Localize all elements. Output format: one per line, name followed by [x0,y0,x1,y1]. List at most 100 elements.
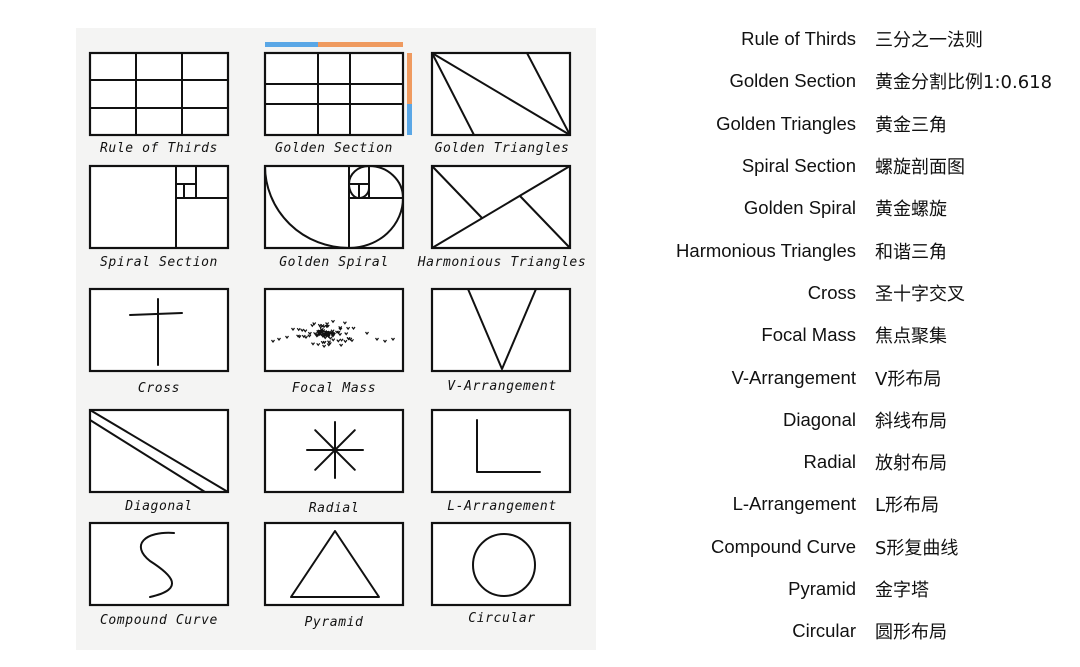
focal-mark [312,322,317,326]
legend-chinese-label: 圆形布局 [875,622,947,644]
legend-english-label: Radial [803,451,856,473]
legend-row: Golden Spiral 黄金螺旋 [620,187,1070,229]
sketch-radial [263,408,405,494]
caption-cross: Cross [138,381,180,396]
sketch-golden-spiral [263,164,405,250]
focal-mark [296,334,301,338]
legend-english-label: L-Arrangement [732,493,856,515]
caption-harmonious-triangles: Harmonious Triangles [417,255,587,270]
legend-chinese-label: 金字塔 [875,580,929,601]
sketch-pyramid [263,521,405,607]
legend-chinese-label: 圣十字交叉 [875,283,965,305]
sketch-rule-of-thirds [88,51,230,137]
sketch-compound-curve [88,521,230,607]
legend-chinese-label: 斜线布局 [875,410,947,432]
focal-mark [304,335,308,339]
focal-mark [350,338,354,343]
sketch-harmonious-triangles [430,164,572,250]
focal-mark [319,332,324,337]
caption-v-arrangement: V-Arrangement [447,379,557,394]
legend-english-label: Golden Triangles [716,112,856,134]
focal-mark [320,334,325,338]
caption-golden-triangles: Golden Triangles [435,141,570,156]
legend-english-label: Golden Section [729,70,856,92]
golden-ratio-bar-blue-top [265,42,318,47]
legend-chinese-label: 黄金螺旋 [875,199,947,221]
focal-mark [307,334,312,338]
caption-circular: Circular [468,611,535,626]
focal-mark [391,337,395,341]
focal-mark [330,329,335,333]
legend-chinese-label: 螺旋剖面图 [875,157,965,179]
golden-ratio-bar-orange-side [407,53,412,104]
sketch-golden-triangles [430,51,572,137]
focal-mark [277,337,281,341]
focal-mark [319,329,324,334]
focal-mark [338,326,343,330]
sketch-golden-section [263,42,412,137]
caption-spiral-section: Spiral Section [100,255,218,270]
legend-chinese-label: 黄金分割比例1:0.618 [875,72,1053,94]
focal-mark [346,336,351,341]
focal-mark [313,331,318,336]
legend-english-label: Cross [807,281,856,303]
golden-ratio-bar-blue-side [407,104,412,135]
focal-mark [351,326,356,330]
focal-mark [331,338,336,342]
legend-chinese-label: 焦点聚集 [875,326,947,348]
focal-mark [338,332,342,337]
legend-row: L-Arrangement L形布局 [620,483,1070,525]
legend-row: Focal Mass 焦点聚集 [620,314,1070,356]
radial-spoke [314,429,356,471]
legend-row: Cross 圣十字交叉 [620,272,1070,314]
legend-row: Harmonious Triangles 和谐三角 [620,229,1070,271]
caption-pyramid: Pyramid [305,615,364,630]
focal-mark [303,329,308,333]
focal-mark [300,328,305,332]
caption-radial: Radial [309,501,360,516]
caption-l-arrangement: L-Arrangement [447,499,557,514]
focal-mark [271,339,275,343]
caption-rule-of-thirds: Rule of Thirds [100,141,218,156]
composition-sketch-panel: Rule of Thirds Golden Section Golden Tri… [76,28,596,650]
focal-mark [331,319,335,324]
focal-mark [310,323,315,328]
legend-english-label: Golden Spiral [743,197,856,219]
legend-english-label: Harmonious Triangles [676,239,856,261]
legend-chinese-label: 黄金三角 [875,114,947,136]
focal-mark [322,344,327,348]
caption-golden-section: Golden Section [275,141,393,156]
focal-mark [339,338,344,342]
focal-mark [285,335,289,339]
legend-english-label: Focal Mass [761,324,856,346]
focal-mark [344,332,349,336]
caption-compound-curve: Compound Curve [100,613,218,628]
focal-mark [316,342,321,347]
legend-english-label: Rule of Thirds [741,28,856,50]
focal-mark [338,327,343,331]
legend-row: Golden Section 黄金分割比例1:0.618 [620,60,1070,102]
focal-mark [322,340,327,345]
focal-mark [321,329,326,333]
focal-mark [326,333,331,337]
focal-mark [365,331,369,335]
focal-mark [375,337,379,341]
focal-mark [324,334,329,338]
focal-mark [291,327,295,331]
caption-focal-mass: Focal Mass [292,381,376,396]
focal-mark [383,339,387,343]
legend-english-label: Diagonal [782,408,856,430]
focal-mark [342,321,347,325]
legend-chinese-label: 和谐三角 [875,241,947,263]
legend-chinese-label: L形布局 [875,495,940,517]
composition-sketches: Rule of Thirds Golden Section Golden Tri… [88,42,587,630]
focal-mark [339,343,344,347]
focal-mark [325,322,330,326]
caption-golden-spiral: Golden Spiral [279,255,389,270]
